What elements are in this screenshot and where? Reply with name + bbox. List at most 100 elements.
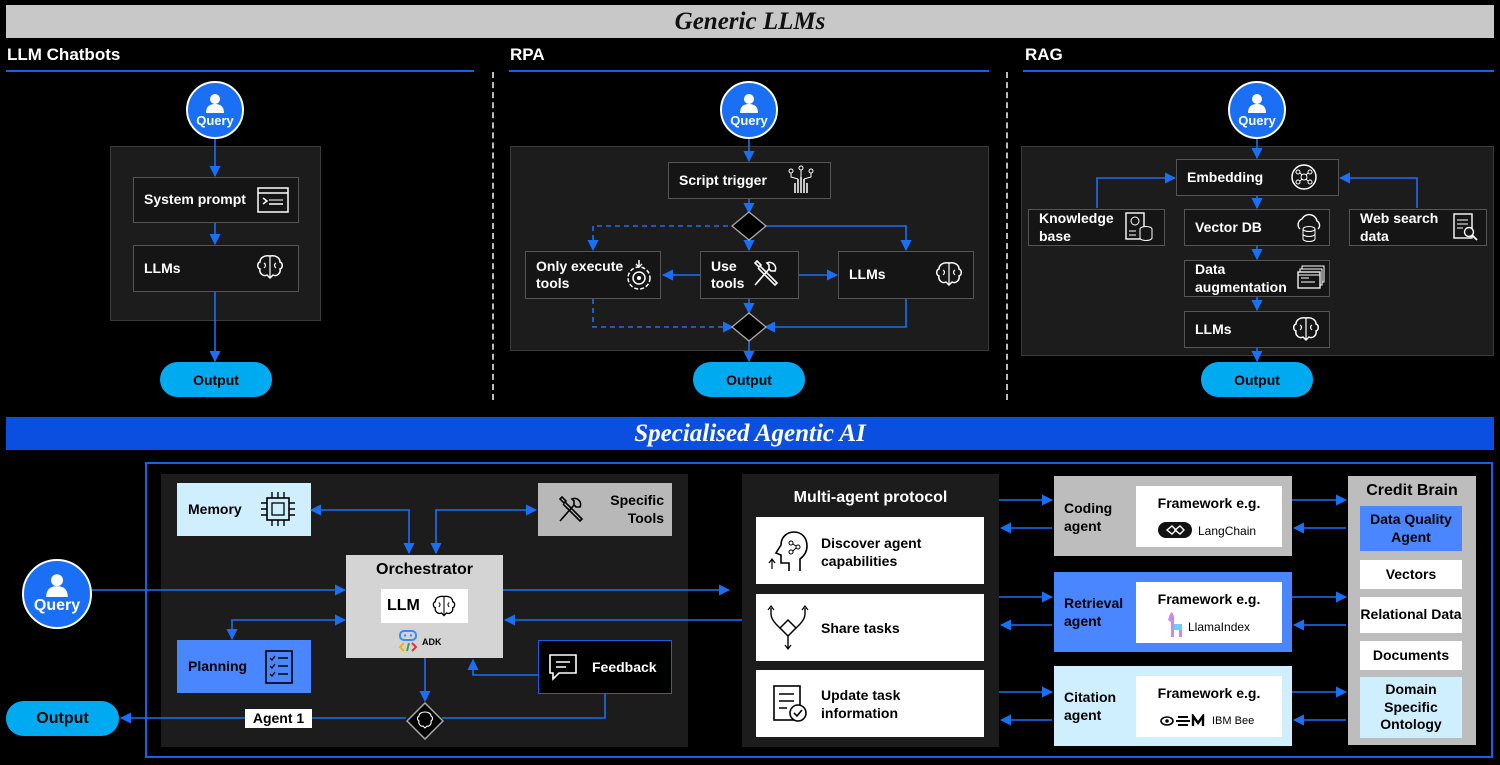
relational-data-store: Relational Data: [1360, 597, 1462, 633]
chatbots-output[interactable]: Output: [160, 362, 272, 397]
head-network-icon: [767, 529, 809, 573]
rag-query[interactable]: Query: [1228, 81, 1286, 139]
tools-icon: [751, 257, 781, 289]
framework-tool: IBM Bee: [1212, 715, 1255, 727]
brain-icon: [1291, 315, 1321, 343]
search-document-icon: [1451, 212, 1479, 242]
chatbots-panel: [110, 146, 321, 321]
generic-llms-banner: Generic LLMs: [6, 5, 1494, 38]
rpa-llms-box: LLMs: [838, 251, 974, 299]
framework-box: Framework e.g. IBM Bee: [1136, 676, 1282, 737]
documents-store: Documents: [1360, 641, 1462, 670]
planning-box: Planning: [177, 640, 311, 693]
only-execute-label: Only execute tools: [536, 257, 624, 292]
credit-brain-panel: Credit Brain Data Quality Agent Vectors …: [1348, 476, 1476, 745]
agentic-ai-banner: Specialised Agentic AI: [6, 417, 1494, 450]
checklist-icon: [771, 683, 809, 725]
domain-ontology-store: Domain Specific Ontology: [1360, 677, 1462, 738]
person-icon: [740, 93, 758, 113]
use-tools-box: Use tools: [700, 251, 799, 299]
brain-icon: [255, 253, 285, 281]
rpa-query[interactable]: Query: [720, 81, 778, 139]
agent-name: Retrieval agent: [1064, 595, 1124, 629]
planning-label: Planning: [188, 657, 248, 674]
script-trigger-label: Script trigger: [679, 171, 767, 188]
orchestrator-label: Orchestrator: [376, 561, 473, 578]
llms-label: LLMs: [1195, 320, 1232, 337]
circuit-hand-icon: [787, 165, 815, 195]
chatbots-title: LLM Chatbots: [7, 45, 121, 64]
chat-bubble-icon: [547, 652, 579, 682]
framework-label: Framework e.g.: [1157, 685, 1261, 701]
llm-chip: LLM: [381, 589, 468, 623]
feedback-label: Feedback: [592, 659, 657, 675]
framework-box: Framework e.g. LlamaIndex: [1136, 582, 1282, 643]
knowledge-base-label: Knowledge base: [1039, 210, 1114, 244]
divider-2: [1006, 72, 1008, 400]
chip-icon: [258, 489, 298, 529]
neural-icon: [1289, 162, 1319, 192]
llms-label: LLMs: [849, 266, 886, 283]
orchestrator-box: Orchestrator LLM ADK: [346, 555, 503, 658]
web-search-box: Web search data: [1349, 209, 1487, 246]
ibm-bee-logo-icon: [1160, 714, 1205, 726]
brain-icon: [432, 595, 456, 617]
tools-icon: [556, 493, 586, 525]
adk-logo-icon: [398, 630, 418, 652]
query-label: Query: [730, 112, 768, 128]
protocol-title: Multi-agent protocol: [793, 489, 948, 506]
query-label: Query: [196, 112, 234, 128]
embedding-label: Embedding: [1187, 168, 1264, 185]
coding-agent-card: Coding agent Framework e.g. LangChain: [1054, 476, 1292, 556]
llm-label: LLM: [387, 597, 420, 614]
data-augmentation-label: Data augmentation: [1195, 261, 1287, 295]
terminal-icon: [257, 187, 289, 213]
agent-name: Coding agent: [1064, 500, 1113, 534]
brain-icon: [934, 260, 964, 288]
stacked-windows-icon: [1296, 264, 1326, 292]
agentic-frame: [145, 462, 1493, 758]
specific-tools-box: Specific Tools: [538, 483, 672, 536]
agentic-output[interactable]: Output: [6, 701, 119, 736]
framework-label: Framework e.g.: [1157, 495, 1261, 511]
specific-tools-label: Specific Tools: [610, 492, 664, 526]
llama-logo-icon: [1168, 612, 1182, 637]
llms-label: LLMs: [144, 259, 181, 276]
query-label: Query: [1238, 112, 1276, 128]
chatbots-llms-box: LLMs: [133, 245, 299, 292]
rpa-title: RPA: [510, 45, 545, 64]
vector-db-label: Vector DB: [1195, 218, 1262, 235]
query-label: Query: [33, 597, 81, 614]
protocol-item-update: Update task information: [756, 670, 984, 737]
embedding-box: Embedding: [1176, 159, 1339, 196]
rpa-output[interactable]: Output: [693, 362, 805, 397]
agent-name: Citation agent: [1064, 689, 1117, 723]
rpa-rule: [509, 70, 989, 72]
database-doc-icon: [1124, 211, 1154, 243]
agent1-label: Agent 1: [245, 709, 312, 728]
chatbots-rule: [6, 70, 474, 72]
share-tasks-icon: [767, 604, 809, 650]
adk-label: ADK: [422, 637, 442, 647]
system-prompt-label: System prompt: [144, 191, 246, 208]
checklist-icon: [263, 648, 295, 686]
decision-diamond: [405, 701, 445, 741]
web-search-label: Web search data: [1360, 210, 1439, 244]
retrieval-agent-card: Retrieval agent Framework e.g. LlamaInde…: [1054, 572, 1292, 652]
protocol-item-label: Update task information: [821, 687, 901, 721]
framework-tool: LlamaIndex: [1188, 620, 1251, 634]
agentic-query[interactable]: Query: [22, 559, 92, 629]
credit-brain-title: Credit Brain: [1366, 482, 1458, 499]
person-icon: [206, 93, 224, 113]
rag-output[interactable]: Output: [1201, 362, 1313, 397]
person-icon: [1248, 93, 1266, 113]
use-tools-label: Use tools: [711, 257, 745, 292]
only-execute-box: Only execute tools: [525, 251, 661, 299]
chatbots-query[interactable]: Query: [186, 81, 244, 139]
data-quality-agent: Data Quality Agent: [1360, 506, 1462, 551]
citation-agent-card: Citation agent Framework e.g. IBM Bee: [1054, 666, 1292, 746]
langchain-logo-icon: [1158, 522, 1192, 538]
divider-1: [492, 72, 494, 400]
protocol-item-share: Share tasks: [756, 594, 984, 661]
vectors-store: Vectors: [1360, 560, 1462, 589]
